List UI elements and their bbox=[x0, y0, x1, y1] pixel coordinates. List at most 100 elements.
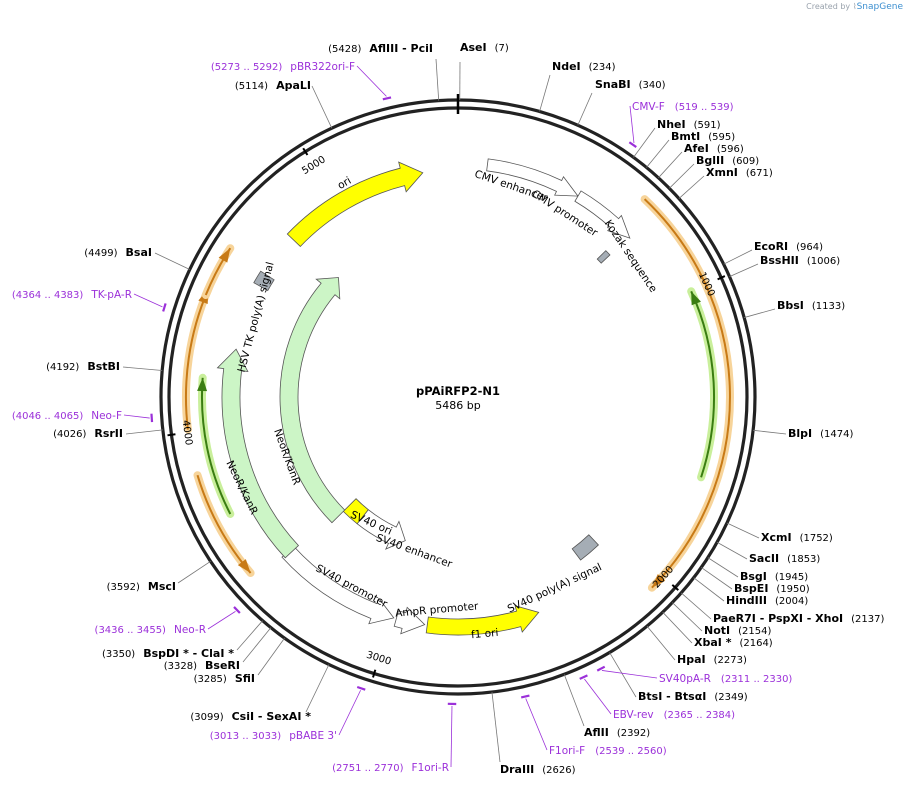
site-label: (5114)ApaLI bbox=[235, 79, 311, 92]
site-leader-line bbox=[729, 263, 759, 277]
primer-leader-line bbox=[584, 678, 612, 715]
tk-orange-arc-2-arrowhead bbox=[218, 248, 231, 263]
feature-f1-ori bbox=[425, 605, 540, 636]
primer-label: CMV-F(519 .. 539) bbox=[632, 101, 734, 113]
snapgene-brand: Created by ⌇SnapGene bbox=[806, 2, 903, 12]
site-label: (4192)BstBI bbox=[46, 360, 120, 373]
site-leader-line bbox=[753, 429, 787, 435]
primer-label: (3013 .. 3033) pBABE 3' bbox=[210, 730, 337, 742]
site-label-text: BssHII(1006) bbox=[760, 254, 840, 267]
site-label: BmtI(595) bbox=[671, 130, 735, 143]
primer-coord: (2365 .. 2384) bbox=[664, 710, 736, 721]
site-label: NotI(2154) bbox=[704, 624, 771, 637]
tick-mark bbox=[372, 669, 377, 678]
feature-ampr-promoter bbox=[393, 606, 426, 635]
primer-binding-mark bbox=[596, 665, 606, 672]
feature-ori bbox=[286, 161, 424, 248]
site-leader-line bbox=[177, 561, 211, 584]
site-name: PaeR7I - PspXI - XhoI bbox=[713, 612, 843, 625]
leader-lines-layer bbox=[122, 58, 787, 768]
site-coord: (7) bbox=[495, 43, 509, 54]
primer-name: F1ori-F bbox=[549, 745, 585, 757]
site-label: AseI (7) bbox=[460, 41, 509, 54]
tick-label: 3000 bbox=[365, 650, 393, 668]
primer-label: (4364 .. 4383)TK-pA-R bbox=[12, 289, 132, 301]
site-leader-line bbox=[236, 620, 263, 651]
site-label: HindIII(2004) bbox=[726, 594, 808, 607]
site-name-prefix: CsiI - bbox=[232, 710, 267, 723]
site-label-text: AflII(2392) bbox=[584, 726, 650, 739]
primer-name: pBABE 3' bbox=[289, 730, 337, 742]
tick-mark bbox=[717, 275, 726, 281]
site-leader-line bbox=[609, 652, 637, 698]
neo-green-arc-arrowhead bbox=[197, 377, 208, 392]
site-label: (3328)BseRI bbox=[164, 659, 240, 672]
primer-label: (3436 .. 3455)Neo-R bbox=[95, 624, 206, 636]
site-name: XcmI bbox=[761, 531, 792, 544]
site-coord: (3285) bbox=[194, 674, 227, 685]
site-coord: (1945) bbox=[775, 572, 808, 583]
primer-name: Neo-R bbox=[174, 624, 206, 636]
site-coord: (3099) bbox=[190, 712, 223, 723]
site-label-text: AseI (7) bbox=[460, 41, 509, 54]
site-coord: (5428) bbox=[328, 44, 361, 55]
primer-label: SV40pA-R(2311 .. 2330) bbox=[659, 673, 792, 685]
site-leader-line bbox=[723, 249, 753, 265]
primer-coord: (3013 .. 3033) bbox=[210, 731, 282, 742]
site-label-text: PaeR7I - PspXI - XhoI(2137) bbox=[713, 612, 885, 625]
site-label: (3285)SfiI bbox=[194, 672, 255, 685]
site-name: SexAI * bbox=[266, 710, 311, 723]
primer-coord: (5273 .. 5292) bbox=[211, 62, 283, 73]
site-coord: (3328) bbox=[164, 661, 197, 672]
site-leader-line bbox=[633, 127, 656, 158]
site-name: HpaI bbox=[677, 653, 706, 666]
feature-cmv-enhancer bbox=[486, 158, 579, 197]
primer-name: EBV-rev bbox=[613, 709, 654, 721]
site-leader-line bbox=[491, 692, 501, 763]
site-label-text: (4499)BsaI bbox=[84, 246, 152, 259]
site-name: ApaLI bbox=[276, 79, 311, 92]
site-coord: (1133) bbox=[812, 301, 845, 312]
site-leader-line bbox=[577, 92, 593, 126]
feature-label: AmpR promoter bbox=[395, 600, 480, 619]
primer-coord: (2539 .. 2560) bbox=[595, 746, 667, 757]
site-label: BbsI (1133) bbox=[777, 299, 845, 312]
site-name: AflII bbox=[584, 726, 609, 739]
irfp-green-arc-arrowhead bbox=[691, 291, 701, 306]
site-label-text: NheI(591) bbox=[657, 118, 721, 131]
site-leader-line bbox=[257, 637, 285, 676]
primer-binding-mark bbox=[150, 413, 154, 423]
site-label-text: SnaBI(340) bbox=[595, 78, 666, 91]
site-name: DraIII bbox=[500, 763, 534, 776]
site-label-text: DraIII(2626) bbox=[500, 763, 576, 776]
site-coord: (591) bbox=[694, 120, 721, 131]
primer-binding-mark bbox=[162, 303, 167, 312]
site-name: BbsI bbox=[777, 299, 804, 312]
site-label-text: (4026)RsrII bbox=[53, 427, 123, 440]
feature-label: SV40 enhancer bbox=[374, 532, 454, 571]
site-name: NdeI bbox=[552, 60, 581, 73]
site-label-text: HindIII(2004) bbox=[726, 594, 808, 607]
site-name: AseI bbox=[460, 41, 487, 54]
site-leader-line bbox=[311, 85, 333, 129]
site-name: BglII bbox=[696, 154, 724, 167]
site-label-text: AfeI(596) bbox=[684, 142, 744, 155]
site-leader-line bbox=[672, 602, 703, 632]
site-label: AflII(2392) bbox=[584, 726, 650, 739]
irfp-green-arc bbox=[690, 290, 715, 478]
site-label-text: (3592)MscI bbox=[107, 580, 176, 593]
site-coord: (2349) bbox=[714, 692, 747, 703]
site-label: BlpI(1474) bbox=[788, 427, 853, 440]
site-leader-line bbox=[669, 163, 695, 189]
primer-binding-mark bbox=[233, 606, 241, 614]
site-leader-line bbox=[539, 74, 551, 112]
created-by-label: Created by bbox=[806, 2, 851, 11]
site-coord: (4192) bbox=[46, 362, 79, 373]
primer-coord: (2751 .. 2770) bbox=[332, 763, 404, 774]
site-label: XcmI(1752) bbox=[761, 531, 833, 544]
site-label-text: (3350)BspDI * - ClaI * bbox=[102, 647, 234, 660]
feature-arcs-layer bbox=[182, 195, 734, 592]
feature-cmv-promoter bbox=[574, 190, 631, 239]
site-leader-line bbox=[125, 429, 163, 435]
site-leader-line bbox=[563, 674, 585, 727]
